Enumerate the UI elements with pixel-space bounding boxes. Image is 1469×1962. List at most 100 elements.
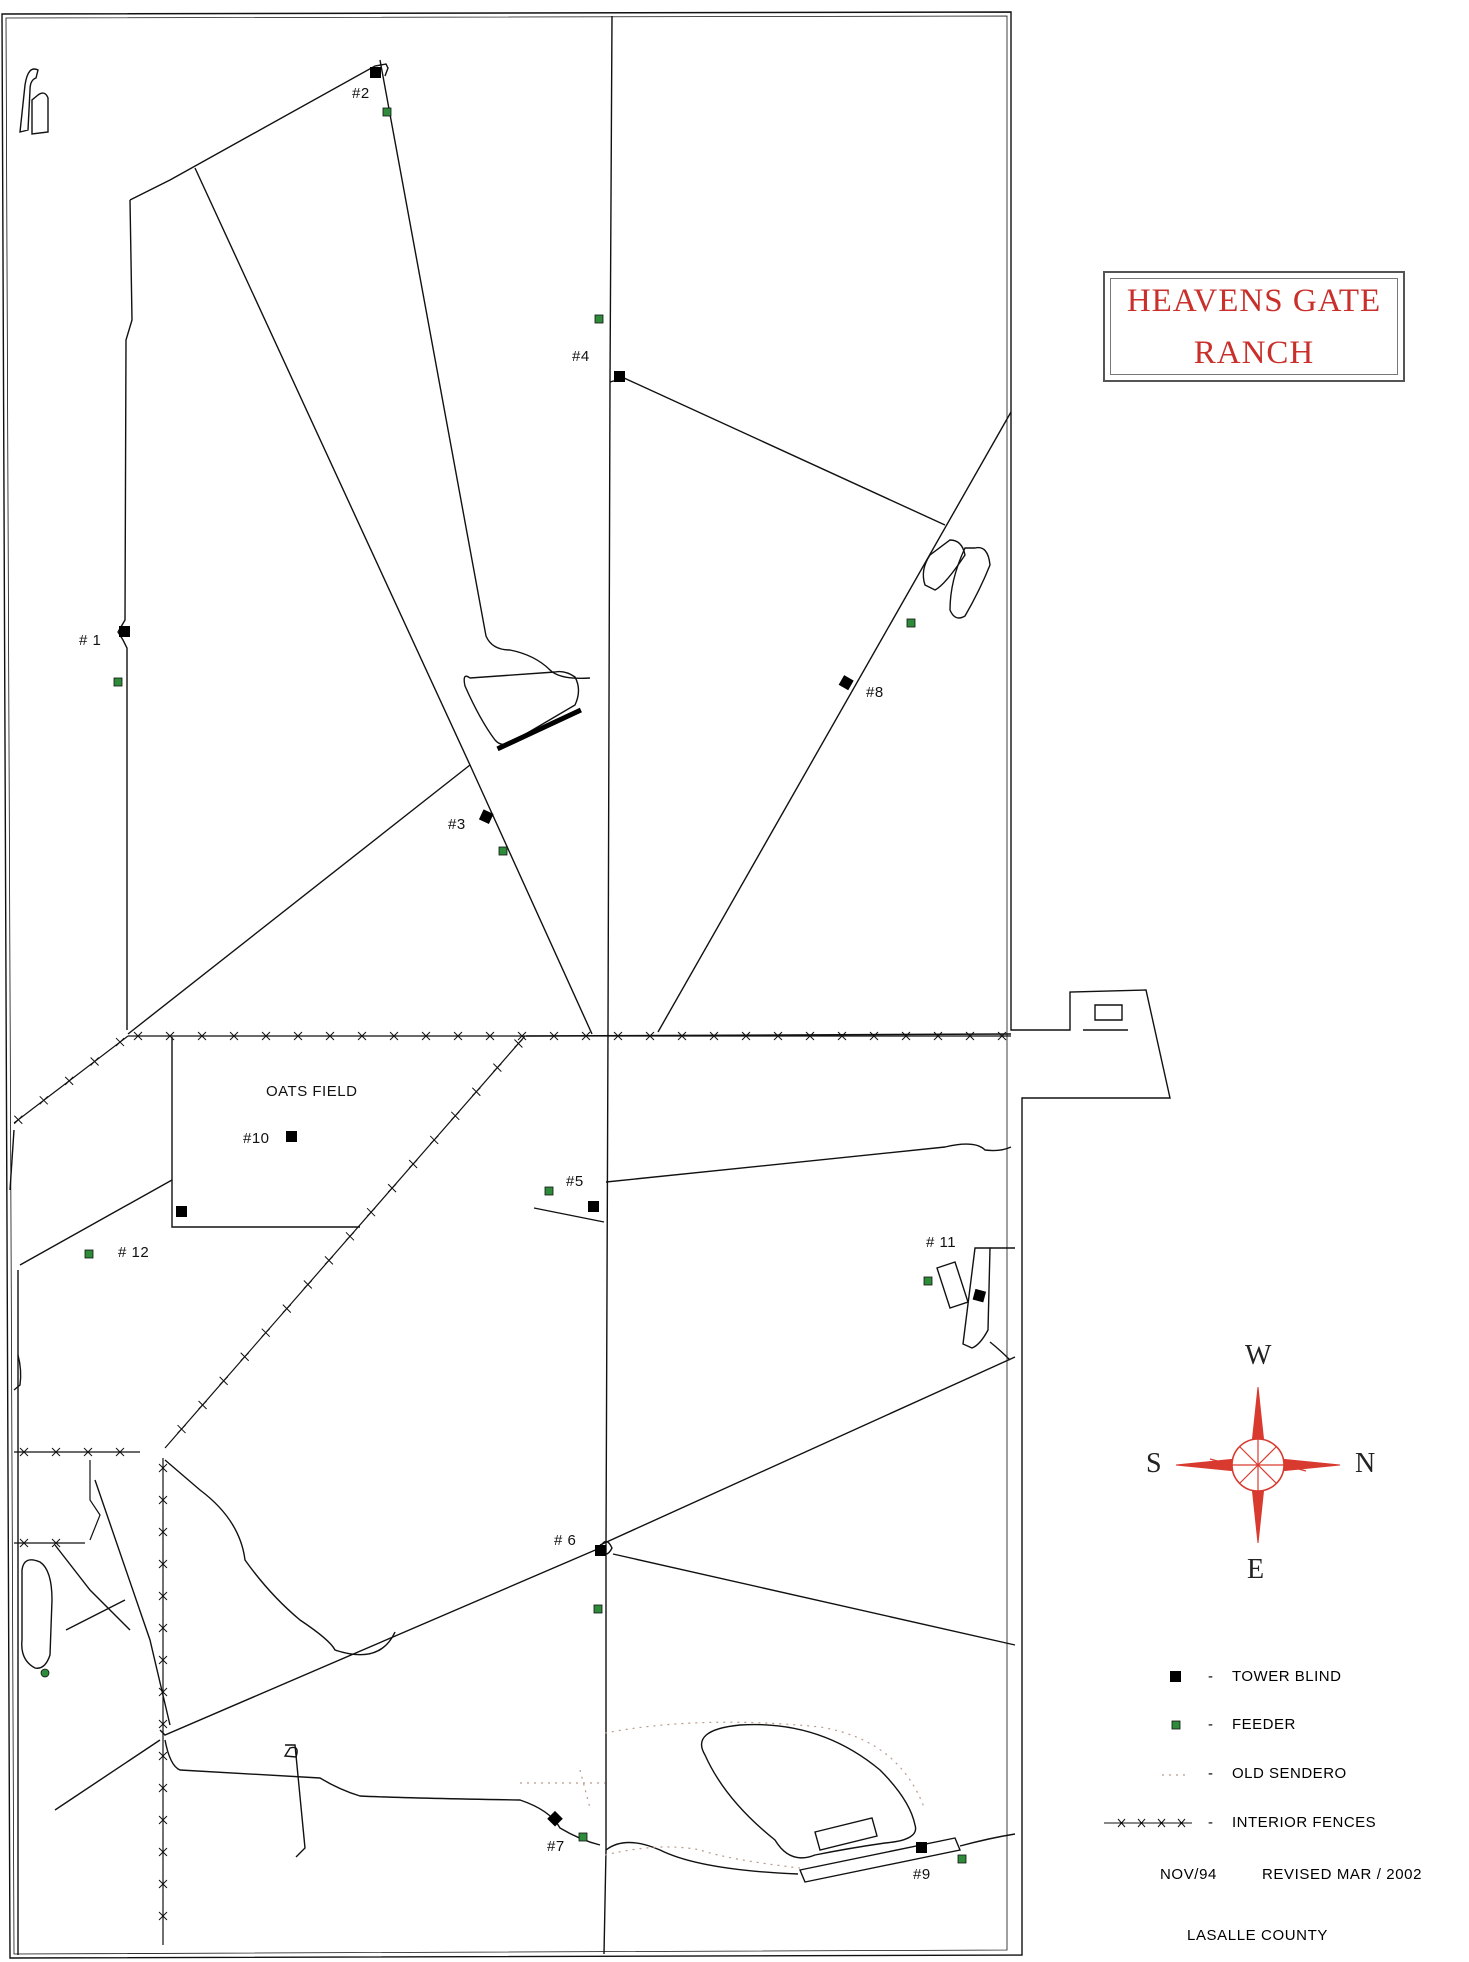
fence-x-mark	[366, 1207, 376, 1217]
fence-x-mark	[773, 1031, 783, 1041]
fence-x-mark	[901, 1031, 911, 1041]
fence-x-mark	[158, 1591, 168, 1601]
pond-west	[21, 1559, 53, 1669]
pad-11a	[936, 1261, 969, 1309]
pad-11b	[962, 1247, 991, 1349]
fence-x-mark	[39, 1095, 49, 1105]
fence-x-mark	[19, 1538, 29, 1548]
field-label-oats: OATS FIELD	[266, 1083, 358, 1100]
feeder-2	[382, 107, 392, 117]
fence-x-mark	[933, 1031, 943, 1041]
fence-x-mark	[485, 1031, 495, 1041]
fence-x-mark	[197, 1031, 207, 1041]
road-west	[129, 63, 389, 201]
tower-blind-5	[588, 1201, 599, 1212]
road-9	[799, 1837, 961, 1883]
fence-x-mark	[450, 1111, 460, 1121]
fence-x-mark	[581, 1031, 591, 1041]
fence-x-mark	[429, 1135, 439, 1145]
footer-date: NOV/94	[1160, 1866, 1217, 1883]
fence-x-mark	[514, 1039, 523, 1048]
blind-label-5: #5	[566, 1173, 584, 1190]
feeder-3	[498, 846, 508, 856]
fence-x-mark	[453, 1031, 463, 1041]
blind-label-1: # 1	[79, 632, 102, 649]
footer-revised: REVISED MAR / 2002	[1262, 1866, 1423, 1883]
fence-x-mark	[219, 1376, 228, 1386]
compass-w: W	[1245, 1340, 1272, 1371]
feeder-11	[923, 1276, 933, 1286]
old-sendero-4	[579, 1769, 591, 1809]
fence-x-mark	[158, 1495, 168, 1505]
tower-blind-8	[838, 675, 854, 691]
lake	[700, 1723, 917, 1859]
entrance-pad	[1094, 1004, 1123, 1021]
old-sendero-3	[604, 1846, 801, 1869]
fence-x-mark	[517, 1031, 527, 1041]
fence-x-mark	[158, 1879, 168, 1889]
fence-x-mark	[549, 1031, 559, 1041]
legend-dash: -	[1208, 1765, 1213, 1782]
feeder-12	[84, 1249, 94, 1259]
fence-marks	[13, 1031, 1007, 1921]
road-central	[603, 15, 613, 1955]
fence-x-mark	[677, 1031, 687, 1041]
ranch-boundary	[1, 11, 1171, 1959]
feeder-5	[544, 1186, 554, 1196]
feeder-8	[906, 618, 916, 628]
fence-x-mark	[158, 1751, 168, 1761]
fence-x-mark	[90, 1057, 99, 1066]
fence-x-mark	[13, 1115, 23, 1125]
tower-blind-2	[370, 67, 381, 78]
fence-x-mark	[261, 1031, 271, 1041]
feeder-9	[957, 1854, 967, 1864]
fence-x-mark	[158, 1847, 168, 1857]
fence-x-mark	[177, 1424, 186, 1434]
pond-1	[922, 539, 966, 591]
fence-x-mark	[837, 1031, 847, 1041]
pad-triangle	[463, 670, 580, 746]
pond-2	[949, 546, 991, 619]
fence-x-mark	[389, 1031, 399, 1041]
fence-x-mark	[741, 1031, 751, 1041]
fence-x-mark	[613, 1031, 623, 1041]
fence-x-mark	[408, 1159, 418, 1169]
fence-x-mark	[165, 1031, 175, 1041]
fence-x-mark	[421, 1031, 431, 1041]
legend-old-sendero-label: OLD SENDERO	[1232, 1765, 1347, 1782]
fence-x-mark	[158, 1527, 168, 1537]
tower-blind-11	[972, 1288, 987, 1303]
compass-s: S	[1146, 1448, 1162, 1479]
fence-x-mark	[158, 1655, 168, 1665]
ranch-boundary-inner	[5, 15, 1008, 1955]
fence-x-mark	[965, 1031, 975, 1041]
legend-interior-fences-label: INTERIOR FENCES	[1232, 1814, 1377, 1831]
blind-label-2: #2	[352, 85, 370, 102]
feeder-6	[593, 1604, 603, 1614]
fence-x-mark	[158, 1559, 168, 1569]
tower-blind-9	[916, 1842, 927, 1853]
blind-label-3: #3	[448, 816, 466, 833]
fence-x-mark	[645, 1031, 655, 1041]
legend-dash: -	[1208, 1814, 1213, 1831]
legend-feeder-swatch	[1171, 1720, 1181, 1730]
fence-x-mark	[805, 1031, 815, 1041]
fence-x-mark	[869, 1031, 879, 1041]
feeder-west	[40, 1668, 50, 1678]
blind-label-8: #8	[866, 684, 884, 701]
legend-dash: -	[1208, 1716, 1213, 1733]
tower-blind-6	[595, 1545, 606, 1556]
tower-blind-10	[286, 1131, 297, 1142]
title-line-2: RANCH	[1193, 334, 1315, 371]
fence-x-mark	[325, 1031, 335, 1041]
fence-x-mark	[357, 1031, 367, 1041]
old-sendero-1	[604, 1721, 926, 1811]
gate-structure	[19, 68, 39, 133]
compass-e: E	[1247, 1554, 1265, 1585]
fence-x-mark	[709, 1031, 719, 1041]
fence-x-mark	[158, 1783, 168, 1793]
legend-dash: -	[1208, 1668, 1213, 1685]
fence-x-mark	[345, 1231, 355, 1241]
compass-rose	[1175, 1386, 1341, 1544]
blind-label-4: #4	[572, 348, 590, 365]
